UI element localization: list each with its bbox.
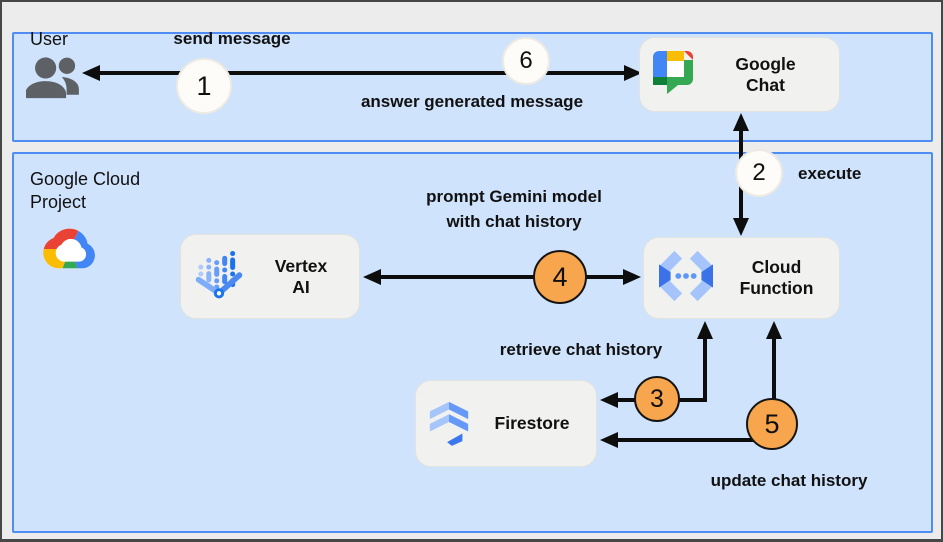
user-lane-title: User	[30, 29, 69, 49]
vertex-ai-icon	[191, 249, 247, 304]
google-chat-label: Google Chat	[735, 53, 796, 95]
google-cloud-project-lane	[12, 152, 933, 533]
people-icon	[25, 52, 84, 105]
label-with-chat-history: with chat history	[446, 212, 582, 231]
google-chat-icon	[650, 49, 696, 100]
label-prompt-gemini-model: prompt Gemini model	[426, 187, 602, 206]
node-cloud-function: Cloud Function	[643, 237, 840, 319]
step-badge-2: 2	[735, 149, 783, 197]
vertex-ai-label: Vertex AI	[274, 255, 328, 297]
node-vertex-ai: Vertex AI	[180, 234, 360, 319]
firestore-label: Firestore	[494, 413, 570, 433]
step-badge-3: 3	[634, 376, 680, 422]
label-send-message: send message	[173, 29, 291, 48]
label-retrieve-chat-history: retrieve chat history	[499, 340, 663, 359]
google-cloud-icon	[39, 223, 101, 280]
label-update-chat-history: update chat history	[710, 471, 868, 490]
step-badge-1: 1	[176, 58, 232, 114]
step-badge-4: 4	[533, 250, 587, 304]
label-execute: execute	[798, 164, 862, 183]
node-firestore: Firestore	[415, 380, 597, 467]
label-answer-generated-message: answer generated message	[360, 92, 584, 111]
step-badge-5: 5	[746, 398, 798, 450]
gcp-title-line2: Project	[30, 192, 87, 212]
step-badge-6: 6	[502, 37, 550, 85]
gcp-title-line1: Google Cloud	[30, 169, 141, 189]
firestore-icon	[426, 395, 472, 452]
gcp-lane-title: Google Cloud Project	[30, 168, 140, 214]
cloud-function-label: Cloud Function	[739, 257, 814, 298]
cloud-functions-icon	[654, 249, 718, 308]
node-google-chat: Google Chat	[639, 37, 840, 112]
